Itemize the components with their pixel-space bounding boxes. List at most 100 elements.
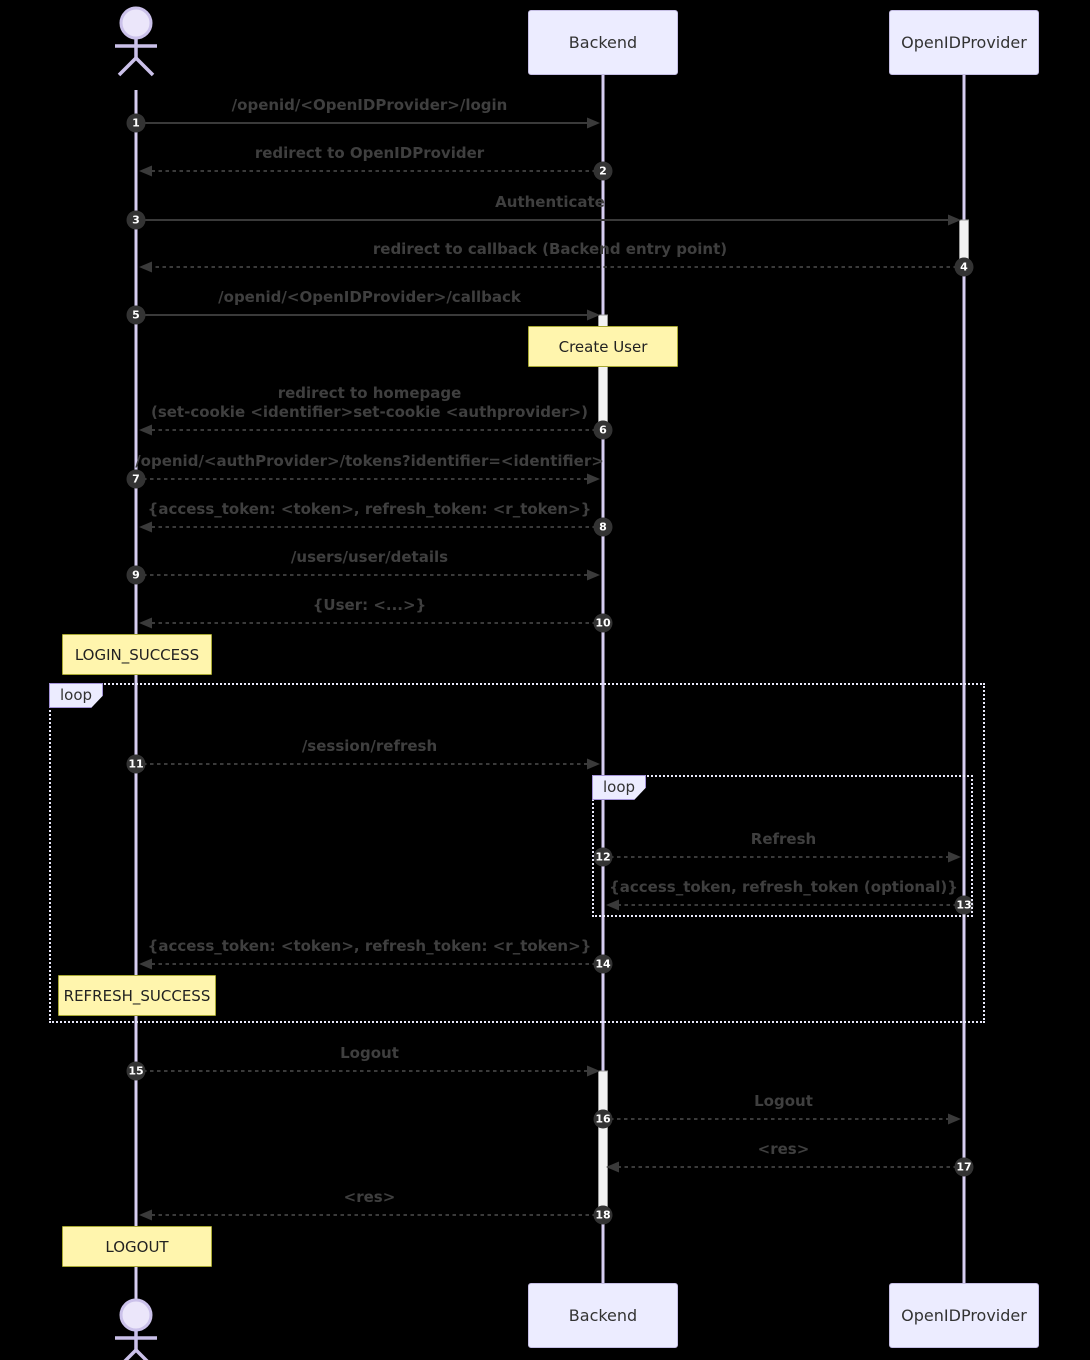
- message-12: 12: [593, 847, 961, 867]
- sequence-number-badge: [126, 210, 146, 230]
- message-label-6: redirect to homepage (set-cookie <identi…: [150, 384, 589, 421]
- arrowhead-icon: [948, 1113, 961, 1125]
- message-label-10: {User: <...>}: [312, 596, 427, 614]
- sequence-number-badge: [954, 895, 974, 915]
- sequence-number-text: 4: [960, 261, 968, 274]
- message-label-4: redirect to callback (Backend entry poin…: [372, 240, 728, 258]
- message-label-18: <res>: [343, 1188, 396, 1206]
- loop-frame-2: loop: [592, 775, 973, 917]
- sequence-number-badge: [593, 613, 613, 633]
- arrowhead-icon: [139, 617, 152, 629]
- sequence-number-badge: [126, 113, 146, 133]
- message-17: 17: [606, 1157, 974, 1177]
- loop-label: loop: [592, 775, 646, 800]
- sequence-number-badge: [593, 420, 613, 440]
- sequence-number-badge: [593, 517, 613, 537]
- note-login-success: LOGIN_SUCCESS: [62, 634, 212, 675]
- sequence-number-text: 11: [128, 758, 143, 771]
- note-refresh-success: REFRESH_SUCCESS: [58, 975, 216, 1016]
- message-11: 11: [126, 754, 600, 774]
- message-15: 15: [126, 1061, 600, 1081]
- message-14: 14: [139, 954, 613, 974]
- message-4: 4: [139, 257, 974, 277]
- message-6: 6: [139, 420, 613, 440]
- sequence-number-badge: [126, 305, 146, 325]
- sequence-number-badge: [126, 469, 146, 489]
- sequence-number-text: 18: [595, 1209, 610, 1222]
- sequence-number-badge: [954, 257, 974, 277]
- loop-label: loop: [49, 683, 103, 708]
- arrowhead-icon: [948, 851, 961, 863]
- arrowhead-icon: [587, 1065, 600, 1077]
- sequence-number-text: 12: [595, 851, 610, 864]
- message-3: 3: [126, 210, 961, 230]
- arrowhead-icon: [587, 117, 600, 129]
- message-label-15: Logout: [340, 1044, 399, 1062]
- sequence-number-text: 13: [956, 899, 971, 912]
- message-label-11: /session/refresh: [301, 737, 438, 755]
- sequence-number-text: 9: [132, 569, 140, 582]
- loop-frame-1: loop: [49, 683, 985, 1023]
- actor-figure-top: [115, 6, 157, 77]
- sequence-number-text: 7: [132, 473, 140, 486]
- arrowhead-icon: [139, 958, 152, 970]
- arrowhead-icon: [139, 521, 152, 533]
- arrowhead-icon: [948, 214, 961, 226]
- arrowhead-icon: [587, 758, 600, 770]
- message-label-9: /users/user/details: [290, 548, 449, 566]
- sequence-number-text: 17: [956, 1161, 971, 1174]
- sequence-number-text: 15: [128, 1065, 143, 1078]
- message-label-13: {access_token, refresh_token (optional)}: [609, 878, 958, 896]
- sequence-number-badge: [593, 847, 613, 867]
- message-label-17: <res>: [757, 1140, 810, 1158]
- message-label-8: {access_token: <token>, refresh_token: <…: [147, 500, 592, 518]
- sequence-number-badge: [954, 1157, 974, 1177]
- participant-backend-bottom: Backend: [528, 1283, 678, 1348]
- sequence-number-badge: [593, 954, 613, 974]
- arrowhead-icon: [587, 309, 600, 321]
- sequence-number-text: 16: [595, 1113, 611, 1126]
- message-13: 13: [606, 895, 974, 915]
- message-label-16: Logout: [754, 1092, 813, 1110]
- sequence-number-badge: [126, 754, 146, 774]
- message-7: 7: [126, 469, 600, 489]
- message-18: 18: [139, 1205, 613, 1225]
- arrowhead-icon: [587, 473, 600, 485]
- arrowhead-icon: [139, 1209, 152, 1221]
- sequence-number-text: 1: [132, 117, 140, 130]
- actor-figure-bottom: [115, 1298, 157, 1360]
- participant-label: Backend: [568, 1306, 638, 1325]
- participant-label: OpenIDProvider: [901, 33, 1027, 52]
- sequence-number-badge: [593, 1205, 613, 1225]
- sequence-number-text: 2: [599, 165, 607, 178]
- note-logout: LOGOUT: [62, 1226, 212, 1267]
- message-5: 5: [126, 305, 600, 325]
- arrowhead-icon: [139, 165, 152, 177]
- arrowhead-icon: [587, 569, 600, 581]
- participant-backend-top: Backend: [528, 10, 678, 75]
- message-1: 1: [126, 113, 600, 133]
- arrowhead-icon: [139, 424, 152, 436]
- message-label-14: {access_token: <token>, refresh_token: <…: [147, 937, 592, 955]
- message-label-3: Authenticate: [495, 193, 605, 211]
- sequence-number-text: 10: [595, 617, 611, 630]
- message-label-12: Refresh: [750, 830, 817, 848]
- sequence-number-badge: [126, 565, 146, 585]
- message-16: 16: [593, 1109, 961, 1129]
- message-10: 10: [139, 613, 613, 633]
- participant-label: OpenIDProvider: [901, 1306, 1027, 1325]
- participant-label: Backend: [568, 33, 638, 52]
- sequence-number-badge: [126, 1061, 146, 1081]
- sequence-number-text: 5: [132, 309, 140, 322]
- message-2: 2: [139, 161, 613, 181]
- message-label-1: /openid/<OpenIDProvider>/login: [231, 96, 508, 114]
- sequence-number-text: 14: [595, 958, 611, 971]
- participant-openid-bottom: OpenIDProvider: [889, 1283, 1039, 1348]
- message-label-5: /openid/<OpenIDProvider>/callback: [218, 288, 521, 306]
- sequence-number-badge: [593, 161, 613, 181]
- participant-openid-top: OpenIDProvider: [889, 10, 1039, 75]
- sequence-number-text: 6: [599, 424, 607, 437]
